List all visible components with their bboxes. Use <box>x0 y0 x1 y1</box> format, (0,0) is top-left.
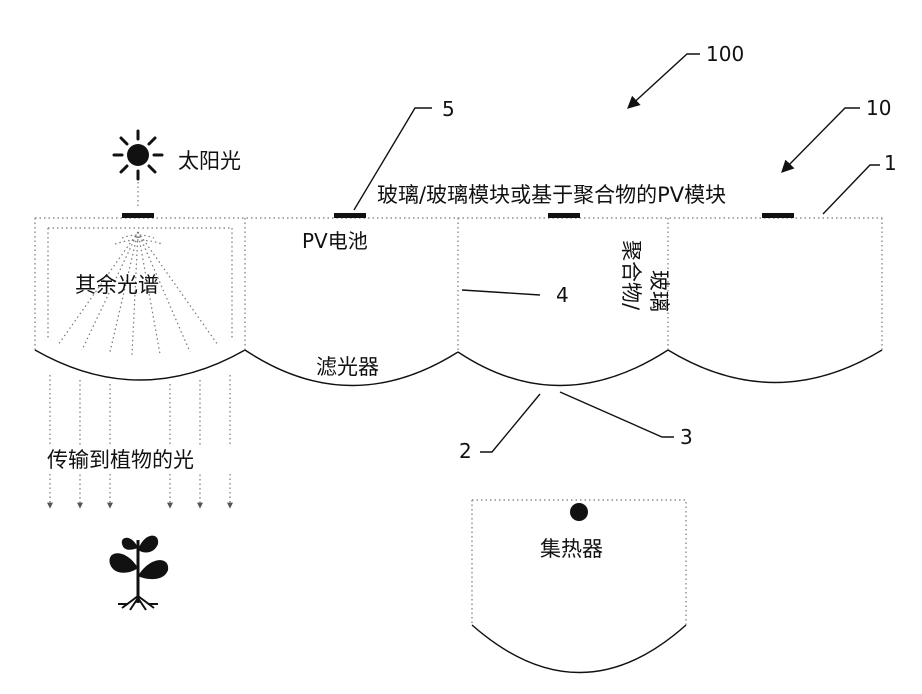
ref-3: 3 <box>680 425 693 449</box>
pv-module <box>35 218 882 386</box>
polymer-glass-label-1: 聚合物/ <box>619 240 643 311</box>
pv-cells <box>122 213 794 218</box>
ref-1-leader <box>823 165 880 214</box>
module-title: 玻璃/玻璃模块或基于聚合物的PV模块 <box>377 183 726 207</box>
module-bay-1-curve <box>35 350 245 380</box>
ref-4-leader <box>462 290 540 295</box>
ref-100-arrow <box>628 54 700 108</box>
module-bay-4-curve <box>668 350 882 383</box>
pv-cell-bar <box>122 213 154 218</box>
ref-100: 100 <box>706 42 744 66</box>
ref-4: 4 <box>556 283 569 307</box>
ref-10-arrow <box>782 108 860 172</box>
transmitted-light-arrows <box>50 375 230 508</box>
pv-cell-label: PV电池 <box>302 229 368 253</box>
sunlight-label: 太阳光 <box>178 149 241 173</box>
collector-label: 集热器 <box>540 537 603 561</box>
pv-cell-bar <box>762 213 794 218</box>
pv-cell-bar <box>548 213 580 218</box>
polymer-glass-label-2: 玻璃 <box>647 270 671 312</box>
ref-3-leader <box>560 392 674 437</box>
ref-1: 1 <box>884 151 897 175</box>
filter-label: 滤光器 <box>316 355 379 379</box>
ref-5: 5 <box>442 97 455 121</box>
plant-icon <box>109 536 168 610</box>
remaining-spectrum-label: 其余光谱 <box>75 273 159 297</box>
ref-2: 2 <box>459 439 472 463</box>
ref-10: 10 <box>866 96 891 120</box>
collector <box>472 500 686 673</box>
collector-dot <box>570 503 588 521</box>
ref-2-leader <box>480 394 540 452</box>
pv-cell-bar <box>334 213 366 218</box>
module-bay-3-curve <box>458 350 668 386</box>
sun-icon <box>114 131 162 179</box>
transmitted-light-label: 传输到植物的光 <box>47 448 194 472</box>
